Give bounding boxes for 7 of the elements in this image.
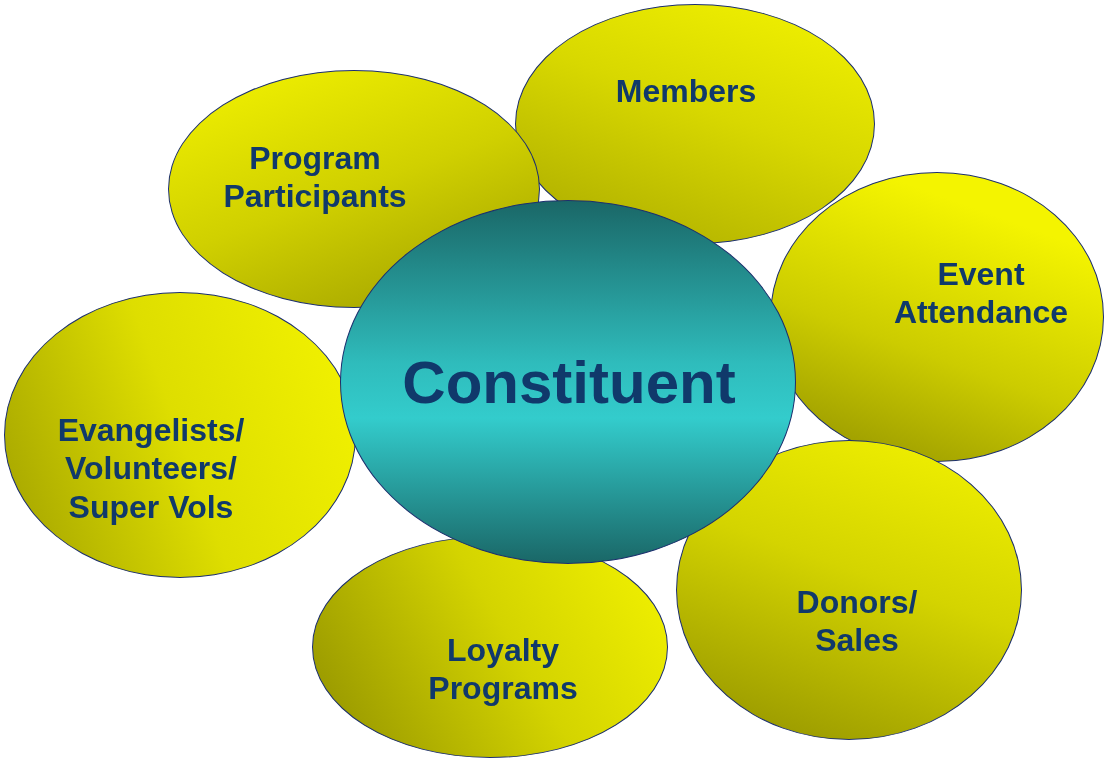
ellipse-label: Event Attendance (892, 254, 1070, 332)
ellipse-label: Constituent (401, 348, 737, 418)
ellipse-label: Members (614, 71, 758, 111)
ellipse-label: Evangelists/ Volunteers/ Super Vols (56, 411, 246, 527)
ellipse-label: Donors/ Sales (795, 582, 919, 660)
ellipse-label: Program Participants (222, 138, 408, 216)
ellipse-label: Loyalty Programs (427, 630, 579, 708)
